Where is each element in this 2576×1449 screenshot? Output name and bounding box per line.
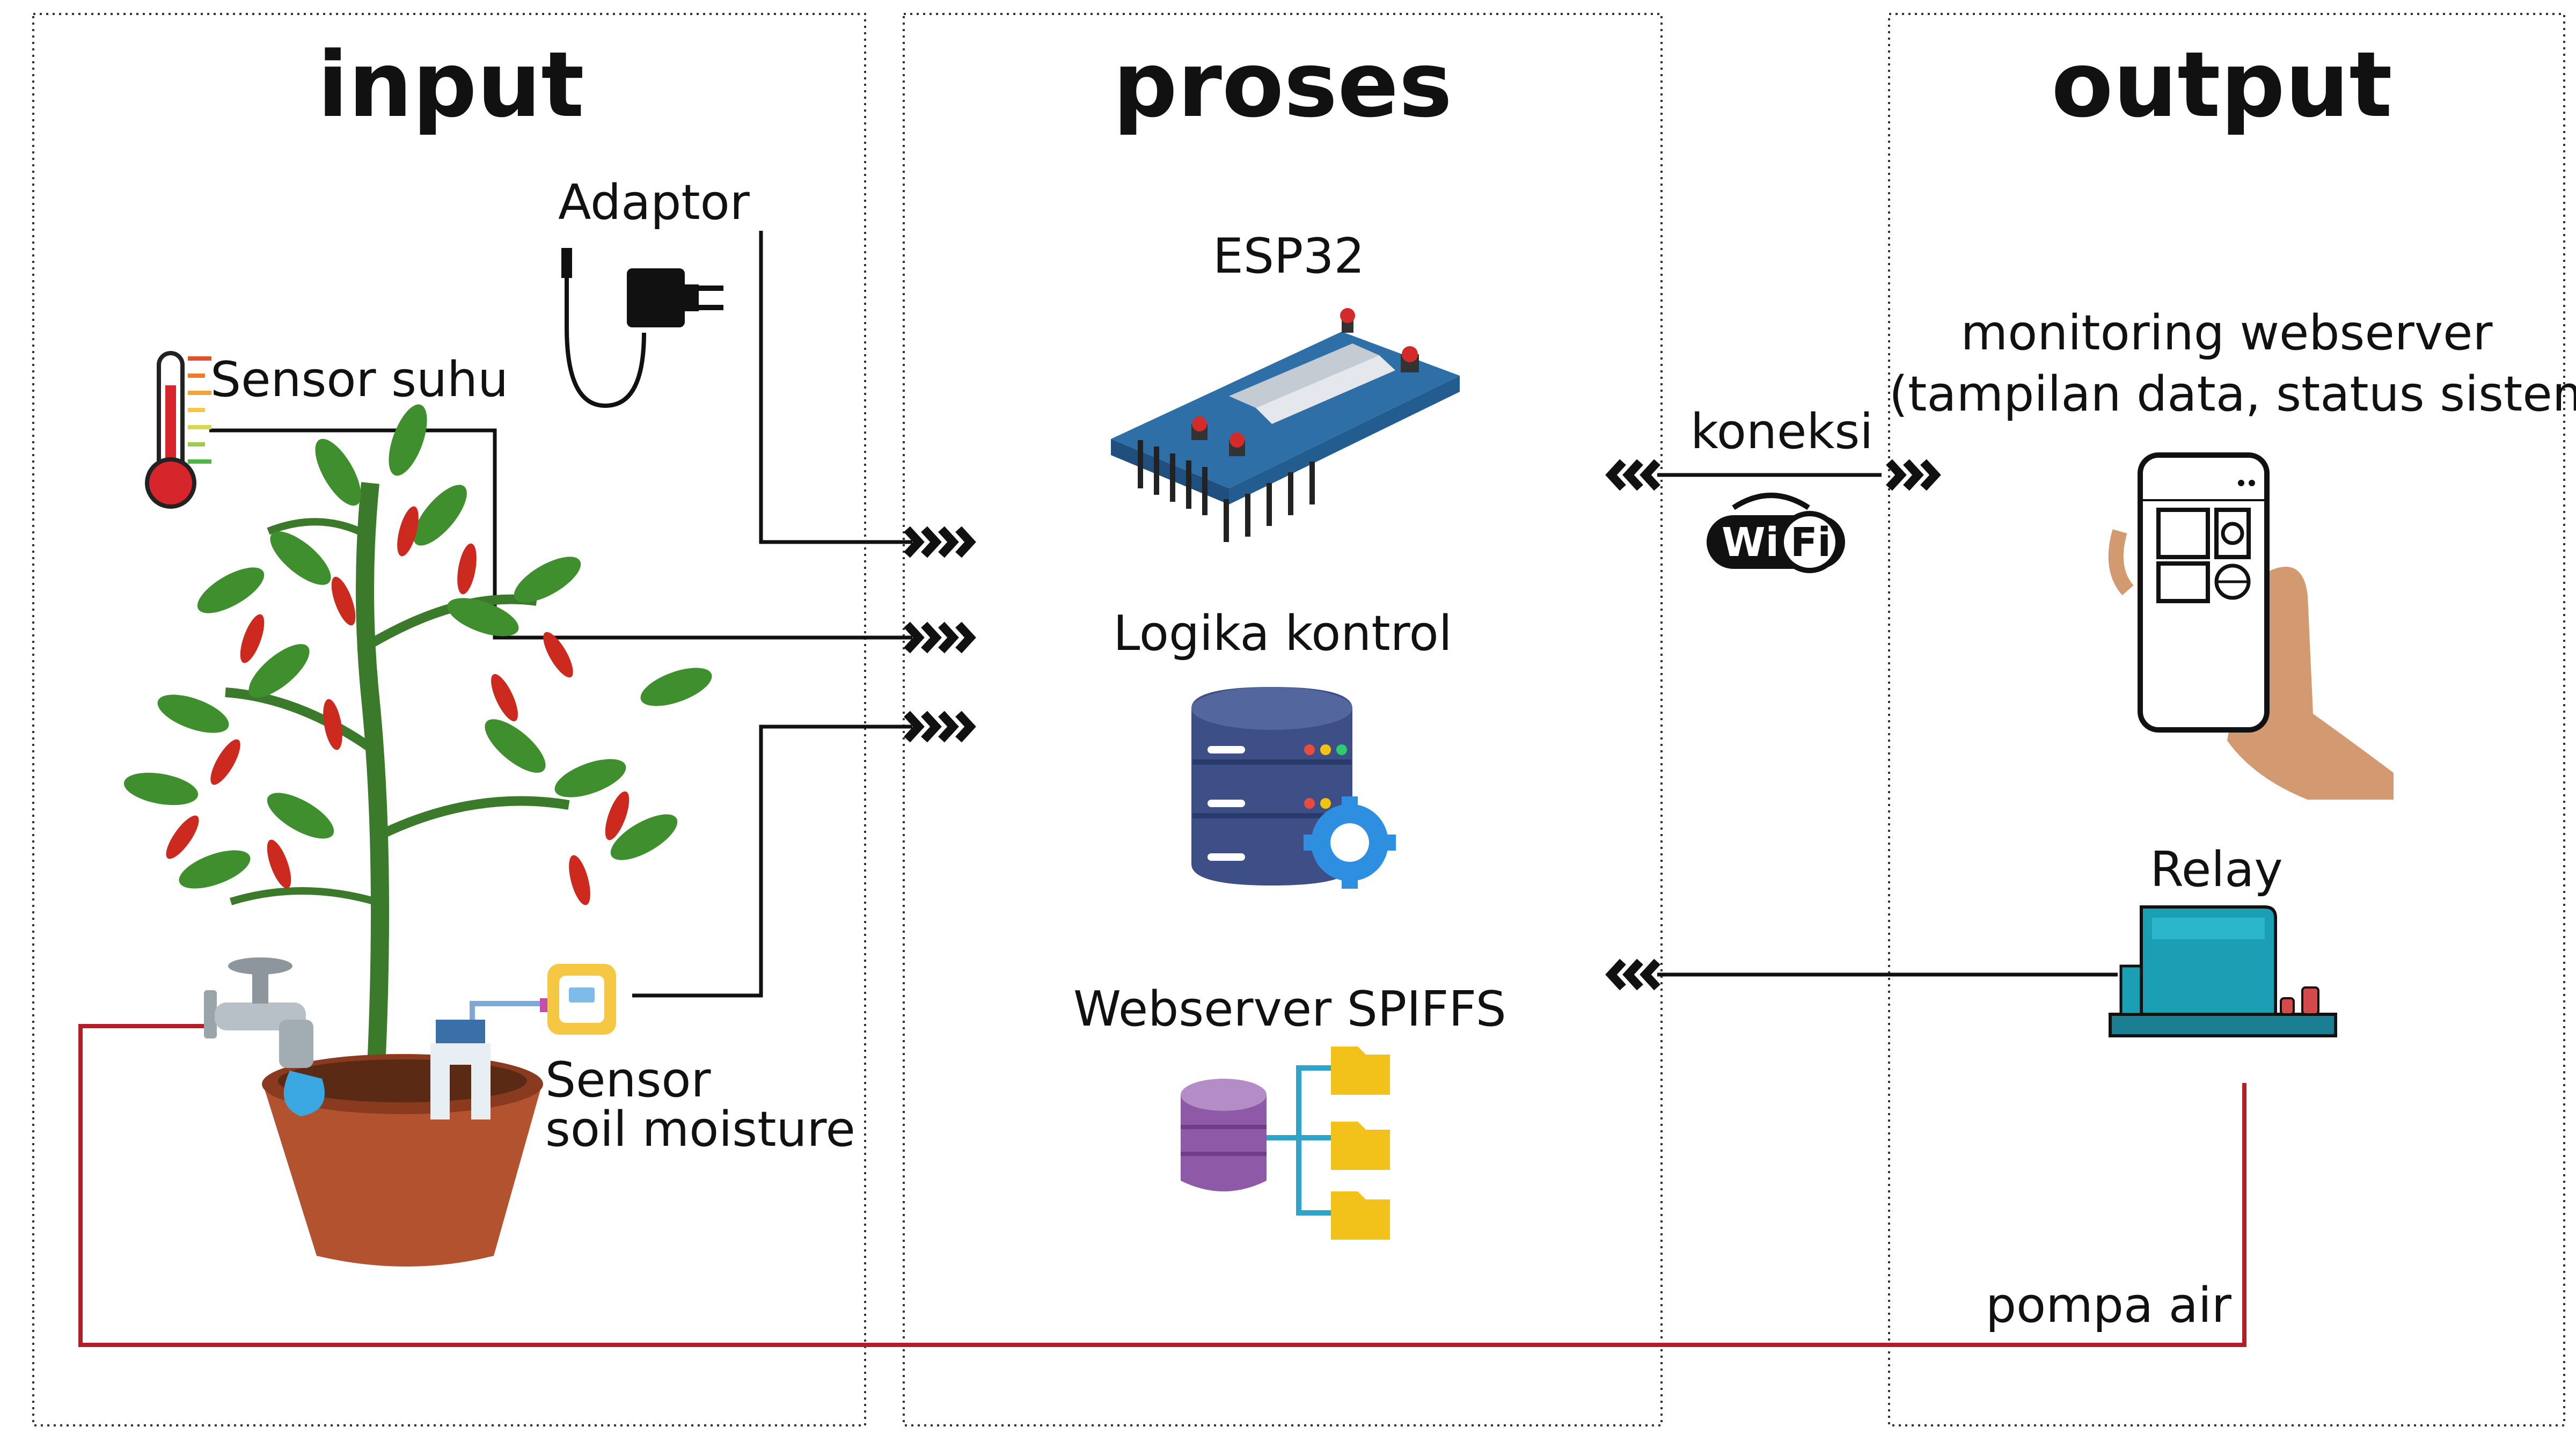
phone-hand-icon <box>2108 452 2394 800</box>
soil-sensor-icon <box>430 964 616 1119</box>
proses-section-frame <box>903 13 1663 1426</box>
arrow-chevrons-icon <box>1605 459 1941 491</box>
database-folders-icon <box>1181 1046 1390 1240</box>
output-heading: output <box>2051 32 2392 137</box>
sensor-soil-label-line2: soil moisture <box>545 1101 855 1158</box>
arrow-chevrons-icon <box>904 526 976 743</box>
soil-sensor-wire <box>632 724 912 998</box>
sensor-soil-label-line1: Sensor <box>545 1052 711 1108</box>
relay-label: Relay <box>2150 841 2283 898</box>
pompa-air-label: pompa air <box>1986 1277 2231 1334</box>
plant-icon <box>123 404 712 1079</box>
esp32-board-icon <box>1111 308 1460 542</box>
adaptor-wire <box>759 231 912 544</box>
sensor-suhu-label: Sensor suhu <box>210 352 509 408</box>
sensor-suhu-wire <box>209 428 912 640</box>
adaptor-label: Adaptor <box>558 174 750 231</box>
logika-kontrol-label: Logika kontrol <box>1113 605 1452 662</box>
esp32-label: ESP32 <box>1213 228 1365 284</box>
adaptor-icon <box>561 248 723 408</box>
proses-heading: proses <box>1113 32 1453 137</box>
input-section-frame <box>32 13 866 1426</box>
webserver-spiffs-label: Webserver SPIFFS <box>1073 981 1506 1037</box>
relay-icon <box>2109 905 2337 1037</box>
server-gear-icon <box>1191 687 1396 889</box>
koneksi-label: koneksi <box>1690 404 1874 460</box>
arrow-chevrons-icon <box>1605 958 1660 991</box>
monitoring-label-line1: monitoring webserver <box>1960 305 2493 361</box>
wifi-logo-text-right: Fi <box>1790 519 1831 566</box>
wifi-logo-icon <box>1707 493 1845 573</box>
pump-water-line <box>78 1024 2246 1347</box>
wifi-logo-text-left: Wi <box>1722 519 1779 566</box>
faucet-icon <box>204 957 325 1116</box>
monitoring-label-line2: (tampilan data, status sistem) <box>1889 366 2576 422</box>
thermometer-icon <box>145 351 211 509</box>
input-heading: input <box>317 32 584 137</box>
